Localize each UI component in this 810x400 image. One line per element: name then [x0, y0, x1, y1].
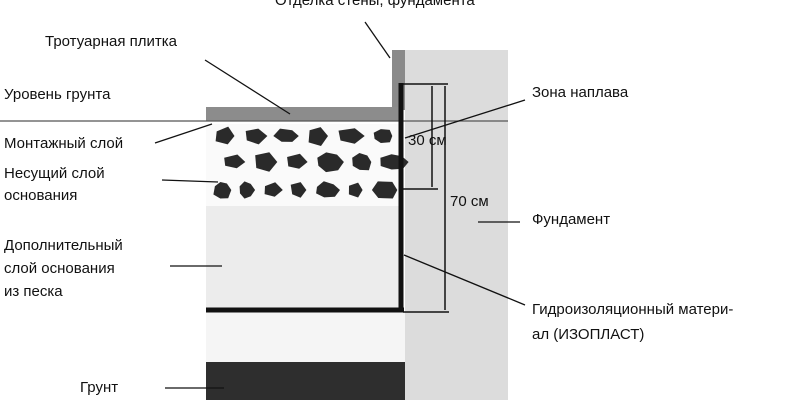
- label-extra-layer-3: из песка: [4, 283, 63, 300]
- stone: [245, 128, 268, 145]
- leader-lines: [154, 21, 526, 389]
- stone: [213, 182, 232, 199]
- label-waterproofing: Гидроизоляционный матери-: [532, 301, 733, 318]
- stone: [308, 127, 328, 146]
- stone: [373, 129, 393, 143]
- stone: [348, 182, 363, 198]
- stone: [352, 153, 372, 171]
- label-extra-layer: Дополнительный: [4, 237, 123, 254]
- stone: [273, 128, 299, 142]
- stone: [264, 182, 283, 197]
- stone: [317, 152, 344, 173]
- label-bearing-layer-2: основания: [4, 187, 77, 204]
- stone: [224, 154, 246, 169]
- label-melt-zone: Зона наплава: [532, 84, 629, 101]
- stone: [239, 181, 256, 199]
- stone: [215, 126, 235, 145]
- dimension-lines: [403, 83, 449, 313]
- label-bearing-layer: Несущий слой: [4, 165, 105, 182]
- dimension-30cm: 30 см: [408, 132, 447, 149]
- sand-layer: [206, 206, 400, 308]
- gap-layer: [206, 312, 405, 362]
- stone: [290, 182, 307, 198]
- stone: [255, 152, 278, 172]
- stone: [338, 128, 365, 144]
- foundation-block: [405, 50, 508, 400]
- label-ground-level: Уровень грунта: [4, 86, 111, 103]
- label-soil: Грунт: [80, 379, 118, 396]
- label-waterproofing-2: ал (ИЗОПЛАСТ): [532, 326, 644, 343]
- label-mounting-layer: Монтажный слой: [4, 135, 123, 152]
- label-paving-tile: Тротуарная плитка: [45, 33, 178, 50]
- stone: [380, 154, 409, 170]
- soil-layer: [206, 362, 405, 400]
- label-wall-finish: Отделка стены, фундамента: [275, 0, 475, 9]
- label-extra-layer-2: слой основания: [4, 260, 115, 277]
- stone: [316, 181, 340, 198]
- label-foundation: Фундамент: [532, 211, 610, 228]
- paving-tile-layer: [206, 107, 400, 121]
- stone: [371, 181, 398, 199]
- stone: [287, 153, 308, 169]
- dimension-70cm: 70 см: [450, 193, 489, 210]
